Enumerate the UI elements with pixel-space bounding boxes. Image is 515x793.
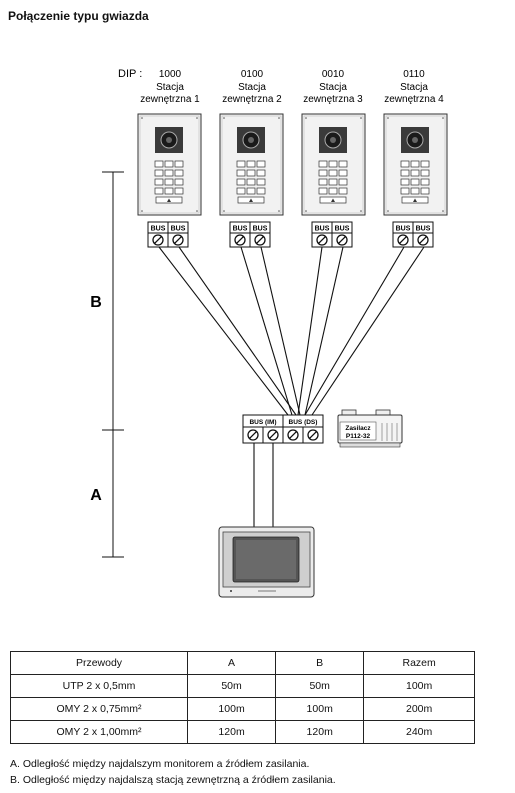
- station-2-label-line1: Stacja: [238, 82, 266, 93]
- bus-ds-label: BUS (DS): [289, 419, 318, 426]
- station-3-label-line1: Stacja: [319, 82, 347, 93]
- table-cell: 120m: [275, 720, 365, 744]
- indoor-monitor: [218, 526, 315, 598]
- table-cell: UTP 2 x 0,5mm: [10, 674, 188, 698]
- table-row: UTP 2 x 0,5mm 50m 50m 100m: [10, 674, 475, 698]
- table-cell: 200m: [363, 697, 475, 721]
- table-header-row: Przewody A B Razem: [10, 651, 475, 675]
- station-4-label-line1: Stacja: [400, 82, 428, 93]
- psu-label-line2: P112-32: [346, 433, 371, 440]
- outdoor-station-3: [301, 113, 366, 216]
- bus-label: BUS: [416, 226, 431, 233]
- table-cell: 100m: [186, 697, 277, 721]
- station-3-label-line2: zewnętrzna 3: [303, 94, 363, 105]
- station-1-label-line2: zewnętrzna 1: [140, 94, 200, 105]
- station-2-dip-code: 0100: [241, 69, 264, 80]
- table-cell: OMY 2 x 0,75mm²: [10, 697, 188, 721]
- distance-scale: [102, 171, 124, 558]
- monitor-bus-terminals: BUS (IM) BUS (DS): [242, 414, 324, 444]
- note-distance-a: A. Odległość między najdalszym monitorem…: [10, 758, 310, 770]
- table-cell: OMY 2 x 1,00mm²: [10, 720, 188, 744]
- star-connection-diagram: DIP : 1000 Stacja zewnętrzna 1 0100 Stac…: [90, 68, 448, 598]
- bus-label: BUS: [315, 226, 330, 233]
- bus-label: BUS: [396, 226, 411, 233]
- outdoor-station-1: [137, 113, 202, 216]
- bus-im-label: BUS (IM): [249, 419, 276, 426]
- table-row: OMY 2 x 1,00mm² 120m 120m 240m: [10, 720, 475, 744]
- outdoor-station-4: [383, 113, 448, 216]
- station-4-dip-code: 0110: [403, 69, 425, 80]
- station-2-bus-terminals: BUS BUS: [229, 221, 271, 248]
- station-3-dip-code: 0010: [322, 69, 345, 80]
- power-supply-p112-32: Zasilacz P112-32: [337, 409, 403, 448]
- note-distance-b: B. Odległość między najdalszą stacją zew…: [10, 774, 336, 786]
- column-header: B: [275, 651, 365, 675]
- table-cell: 50m: [186, 674, 277, 698]
- table-cell: 240m: [363, 720, 475, 744]
- bus-label: BUS: [253, 226, 268, 233]
- column-header: A: [186, 651, 277, 675]
- table-cell: 50m: [275, 674, 365, 698]
- column-header: Razem: [363, 651, 475, 675]
- page-title: Połączenie typu gwiazda: [8, 9, 149, 23]
- outdoor-station-2: [219, 113, 284, 216]
- table-cell: 100m: [363, 674, 475, 698]
- column-header: Przewody: [10, 651, 188, 675]
- table-cell: 100m: [275, 697, 365, 721]
- bus-label: BUS: [233, 226, 248, 233]
- distance-a-label: A: [90, 487, 102, 504]
- table-row: OMY 2 x 0,75mm² 100m 100m 200m: [10, 697, 475, 721]
- station-4-bus-terminals: BUS BUS: [392, 221, 434, 248]
- dip-label: DIP :: [118, 68, 142, 80]
- bus-label: BUS: [151, 226, 166, 233]
- star-wires: [158, 246, 425, 527]
- bus-label: BUS: [171, 226, 186, 233]
- table-cell: 120m: [186, 720, 277, 744]
- station-3-bus-terminals: BUS BUS: [311, 221, 353, 248]
- station-1-bus-terminals: BUS BUS: [147, 221, 189, 248]
- station-4-label-line2: zewnętrzna 4: [384, 94, 444, 105]
- distance-b-label: B: [90, 294, 102, 311]
- psu-label-line1: Zasilacz: [345, 425, 371, 432]
- cable-distance-table: Przewody A B Razem UTP 2 x 0,5mm 50m 50m…: [10, 651, 475, 744]
- station-1-label-line1: Stacja: [156, 82, 184, 93]
- station-2-label-line2: zewnętrzna 2: [222, 94, 282, 105]
- station-1-dip-code: 1000: [159, 69, 182, 80]
- bus-label: BUS: [335, 226, 350, 233]
